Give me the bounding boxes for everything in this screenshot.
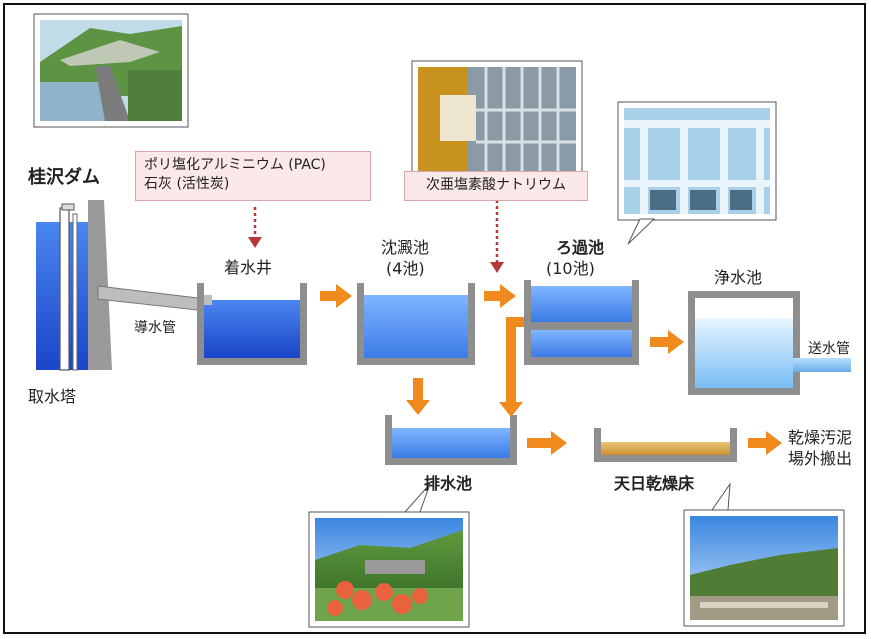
receiving-well-tank — [197, 283, 307, 365]
sun-drying-bed-label: 天日乾燥床 — [614, 474, 695, 493]
coagulant-note: ポリ塩化アルミニウム (PAC) 石灰 (活性炭) — [135, 151, 371, 201]
arrow-drain-to-drying-bed — [527, 431, 567, 455]
chlorine-note-text: 次亜塩素酸ナトリウム — [426, 177, 566, 193]
filter-count-label: (10池) — [546, 259, 595, 278]
intake-tower-label: 取水塔 — [28, 387, 77, 406]
arrow-filter-backwash-to-drain — [499, 317, 524, 417]
dry-sludge-label-line2: 場外搬出 — [788, 449, 853, 468]
filter-label: ろ過池 — [556, 238, 605, 257]
dose-arrow-coagulant — [248, 207, 262, 248]
drain-basin-label: 排水池 — [424, 474, 473, 493]
arrow-sedimentation-to-filter — [484, 284, 516, 308]
receiving-well-label: 着水井 — [224, 258, 273, 277]
coagulant-note-line1: ポリ塩化アルミニウム (PAC) — [144, 157, 326, 173]
callout-tails — [403, 218, 731, 513]
dose-arrow-chlorine — [490, 200, 504, 273]
transmission-pipe-label: 送水管 — [808, 341, 850, 357]
filter-basin-tank — [524, 280, 639, 365]
arrow-well-to-sedimentation — [320, 284, 352, 308]
photo-dam — [33, 13, 189, 128]
photo-drain-basin — [308, 511, 470, 628]
arrow-filter-to-reservoir — [650, 330, 684, 354]
sedimentation-label: 沈澱池 — [381, 238, 430, 257]
photo-sun-drying-bed — [683, 509, 845, 627]
drain-basin-tank — [385, 415, 517, 465]
clear-water-reservoir-tank — [688, 291, 851, 395]
diagram-frame — [3, 3, 866, 634]
chlorine-note: 次亜塩素酸ナトリウム — [404, 171, 588, 201]
dry-sludge-label-line1: 乾燥汚泥 — [788, 428, 853, 447]
arrow-drying-bed-to-disposal — [748, 431, 782, 455]
photo-filter-basin — [617, 101, 777, 221]
sedimentation-basin-tank — [357, 283, 475, 365]
conduit-label: 導水管 — [134, 320, 176, 336]
sun-drying-bed-tank — [594, 428, 737, 462]
sedimentation-count-label: (4池) — [386, 259, 425, 278]
coagulant-note-line2: 石灰 (活性炭) — [144, 176, 230, 192]
arrow-sedimentation-to-drain — [406, 378, 430, 415]
clear-well-label: 浄水池 — [714, 268, 763, 287]
flow-arrows — [320, 284, 782, 455]
dam-label: 桂沢ダム — [28, 167, 100, 188]
